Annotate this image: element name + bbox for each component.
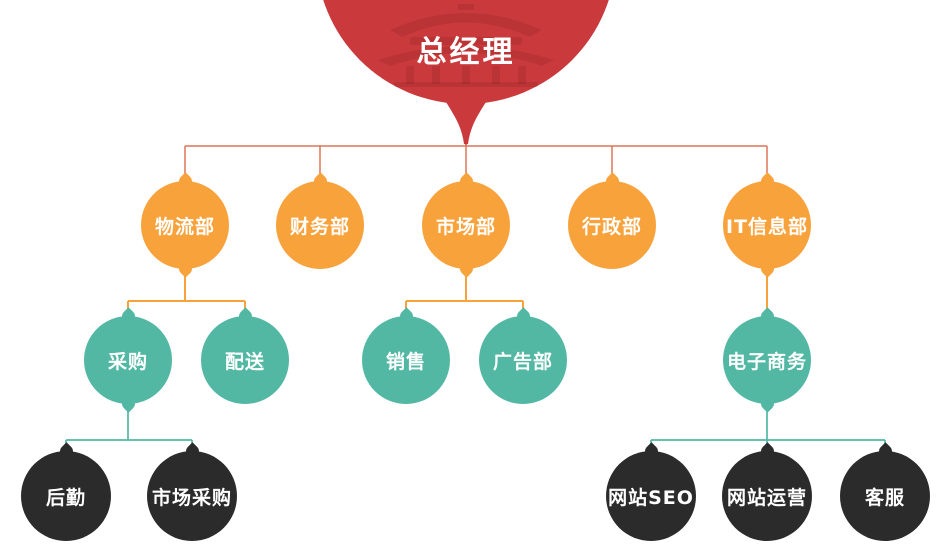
node-label: 后勤 [45, 486, 86, 509]
node-label: IT信息部 [725, 215, 809, 238]
org-node-sales: 销售 [362, 316, 450, 404]
org-node-admin-dept: 行政部 [568, 181, 656, 269]
node-label: 客服 [864, 486, 905, 509]
org-node-purchasing: 采购 [84, 316, 172, 404]
root-node-label: 总经理 [416, 35, 516, 70]
node-label: 财务部 [289, 215, 350, 238]
node-label: 市场采购 [151, 486, 232, 509]
node-label: 网站运营 [726, 486, 807, 509]
node-label: 销售 [385, 350, 426, 373]
node-label: 市场部 [435, 215, 496, 238]
node-label: 电子商务 [726, 350, 807, 373]
temple-watermark-icon [378, 4, 554, 87]
org-node-advertising: 广告部 [479, 316, 567, 404]
org-node-it-dept: IT信息部 [723, 181, 811, 269]
node-label: 配送 [224, 350, 265, 373]
org-node-website-seo: 网站SEO [606, 451, 696, 541]
org-node-distribution: 配送 [201, 316, 289, 404]
node-label: 物流部 [154, 215, 215, 238]
org-node-ecommerce: 电子商务 [723, 316, 811, 404]
org-node-customer-service: 客服 [840, 451, 930, 541]
node-label: 采购 [107, 350, 148, 373]
node-label: 行政部 [581, 215, 642, 238]
org-node-rear-services: 后勤 [21, 451, 111, 541]
org-node-website-operations: 网站运营 [722, 451, 812, 541]
org-node-logistics-dept: 物流部 [141, 181, 229, 269]
org-node-marketing-dept: 市场部 [422, 181, 510, 269]
node-label: 广告部 [492, 350, 553, 373]
connector-departments-to-teams [127, 268, 768, 316]
node-label: 网站SEO [608, 486, 694, 509]
org-node-market-purchasing: 市场采购 [147, 451, 237, 541]
org-node-finance-dept: 财务部 [276, 181, 364, 269]
